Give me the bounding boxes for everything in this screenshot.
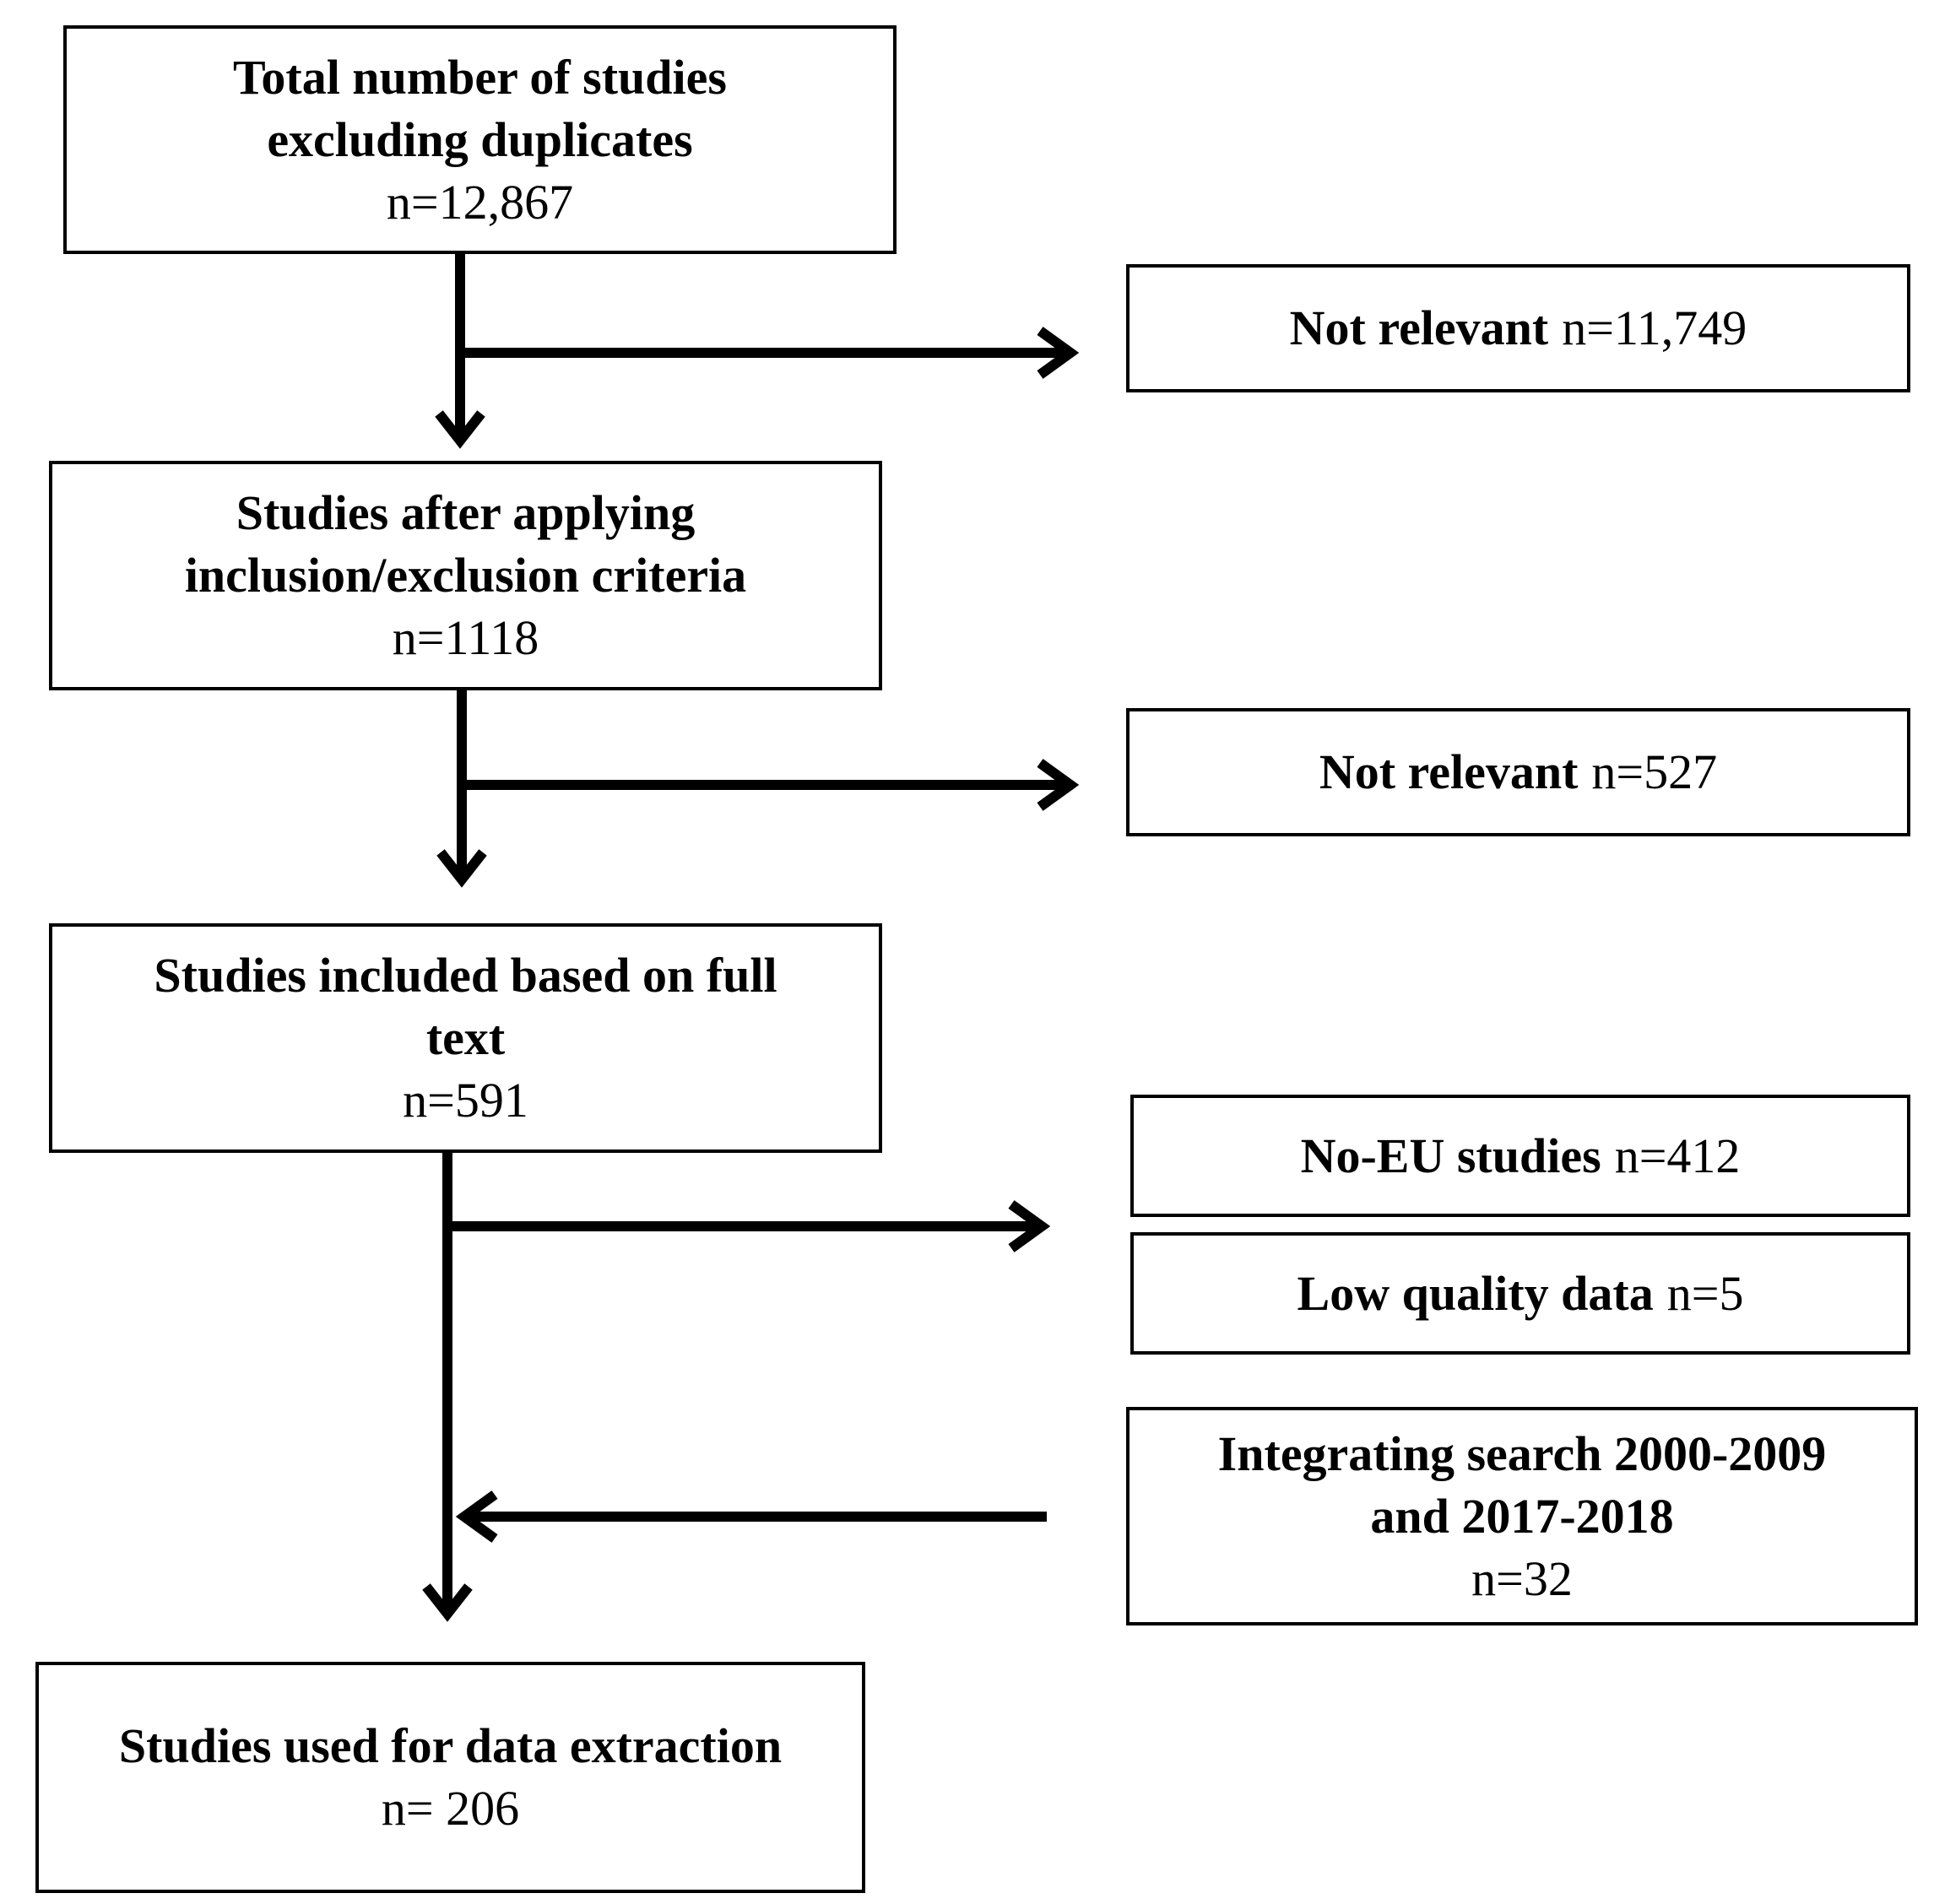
box-full-text: Studies included based on full text n=59…	[49, 923, 882, 1153]
box-total-studies: Total number of studies excluding duplic…	[63, 25, 897, 254]
total-line2: excluding duplicates	[267, 111, 693, 167]
total-count: n=12,867	[386, 174, 574, 230]
after-criteria-line1: Studies after applying	[236, 485, 696, 540]
full-text-count: n=591	[403, 1073, 528, 1128]
not-relevant-1-label: Not relevant	[1289, 300, 1549, 355]
integrating-line1: Integrating search 2000-2009	[1217, 1425, 1827, 1481]
arrowhead-down-3	[422, 1583, 473, 1622]
arrowhead-down-2	[436, 849, 487, 888]
box-data-extraction: Studies used for data extraction n= 206	[35, 1662, 865, 1893]
after-criteria-line2: inclusion/exclusion criteria	[184, 548, 747, 603]
arrowhead-right-2	[1037, 759, 1080, 811]
box-after-criteria: Studies after applying inclusion/exclusi…	[49, 461, 882, 690]
arrowhead-right-1	[1037, 327, 1080, 379]
extraction-line1: Studies used for data extraction	[118, 1718, 783, 1773]
not-relevant-2-count: n=527	[1591, 744, 1718, 799]
full-text-line2: text	[425, 1010, 506, 1065]
arrowhead-right-3	[1008, 1200, 1051, 1252]
box-integrating-search: Integrating search 2000-2009 and 2017-20…	[1126, 1407, 1918, 1625]
arrowhead-down-1	[435, 410, 485, 449]
after-criteria-count: n=1118	[392, 610, 539, 665]
low-quality-label: Low quality data	[1297, 1265, 1654, 1321]
no-eu-label: No-EU studies	[1300, 1128, 1601, 1183]
no-eu-count: n=412	[1614, 1128, 1741, 1183]
full-text-line1: Studies included based on full	[154, 948, 777, 1003]
not-relevant-1-count: n=11,749	[1562, 300, 1747, 355]
total-line1: Total number of studies	[233, 49, 727, 105]
extraction-count: n= 206	[381, 1781, 520, 1836]
integrating-count: n=32	[1471, 1550, 1573, 1606]
arrowhead-left-1	[455, 1490, 498, 1543]
integrating-line2: and 2017-2018	[1370, 1488, 1674, 1544]
not-relevant-2-label: Not relevant	[1319, 744, 1579, 799]
low-quality-count: n=5	[1666, 1265, 1744, 1321]
